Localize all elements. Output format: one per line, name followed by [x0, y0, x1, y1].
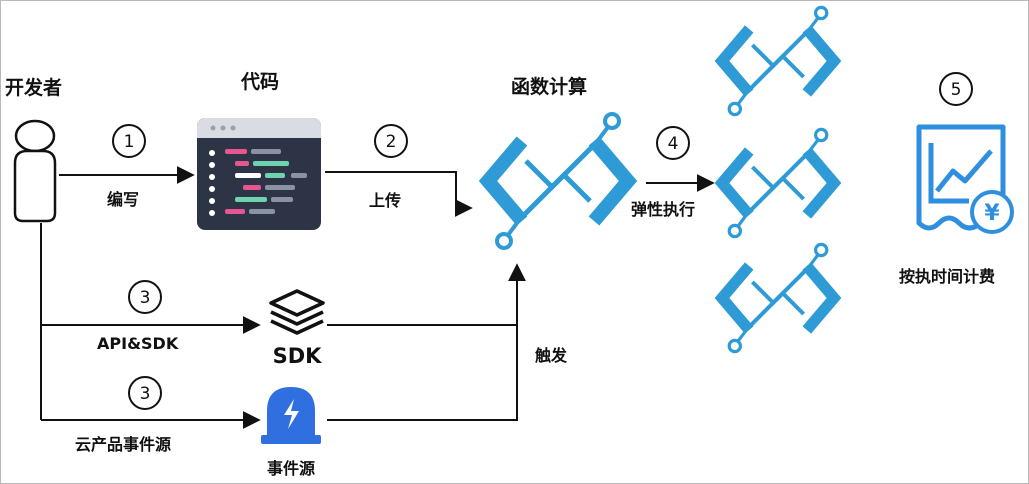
step-4-number: 4	[668, 134, 679, 154]
layers-icon	[269, 289, 325, 335]
step-4-edge: 4 弹性执行	[631, 126, 715, 219]
step-3b-badge	[128, 376, 162, 410]
function-compute-label: 函数计算	[511, 75, 587, 98]
upload-label: 上传	[369, 191, 401, 210]
step-1-edge: 1 编写	[59, 124, 195, 209]
event-source-node: 事件源	[261, 387, 321, 478]
step-2-number: 2	[386, 132, 397, 152]
trigger-lines: 触发	[327, 263, 568, 421]
code-label: 代码	[240, 71, 279, 93]
trigger-label: 触发	[534, 346, 568, 365]
alarm-light-icon	[261, 387, 321, 444]
yen-glyph: ¥	[984, 201, 1000, 226]
step-5-number: 5	[951, 80, 962, 100]
sdk-text: SDK	[273, 344, 323, 368]
sdk-node: SDK	[269, 289, 325, 368]
step-3a-badge	[128, 280, 162, 314]
instance-icon-2	[722, 129, 834, 236]
api-sdk-label: API&SDK	[97, 334, 179, 353]
code-node: 代码	[197, 71, 321, 230]
step-1-number: 1	[124, 132, 135, 152]
elastic-label: 弹性执行	[631, 200, 695, 219]
step-3a-number: 3	[140, 288, 151, 308]
cloud-event-label: 云产品事件源	[75, 435, 171, 454]
instance-icon-3	[722, 244, 834, 351]
function-compute-node: 函数计算	[488, 75, 628, 248]
billing-chart-icon: ¥	[916, 124, 1014, 234]
step-3-api-edge: 3 API&SDK	[97, 280, 179, 353]
step-2-badge	[374, 124, 408, 158]
write-label: 编写	[107, 190, 139, 209]
code-editor-icon	[197, 118, 321, 230]
person-icon	[13, 119, 57, 223]
developer-label: 开发者	[5, 76, 62, 99]
developer-node: 开发者	[5, 76, 62, 223]
step-3-event-edge: 3 云产品事件源	[75, 376, 171, 454]
event-source-label: 事件源	[267, 459, 315, 478]
step-3b-number: 3	[140, 384, 151, 404]
billing-label: 按执时间计费	[899, 267, 995, 286]
function-compute-icon	[488, 114, 628, 248]
step-5-badge	[939, 72, 973, 106]
developer-trunk-lines	[40, 223, 261, 429]
step-1-badge	[112, 124, 146, 158]
step-2-edge: 2 上传	[325, 124, 473, 217]
step-4-badge	[656, 126, 690, 160]
billing-node: 5 ¥ 按执时间计费	[899, 72, 1014, 286]
function-instances	[722, 7, 834, 351]
instance-icon-1	[722, 7, 834, 114]
